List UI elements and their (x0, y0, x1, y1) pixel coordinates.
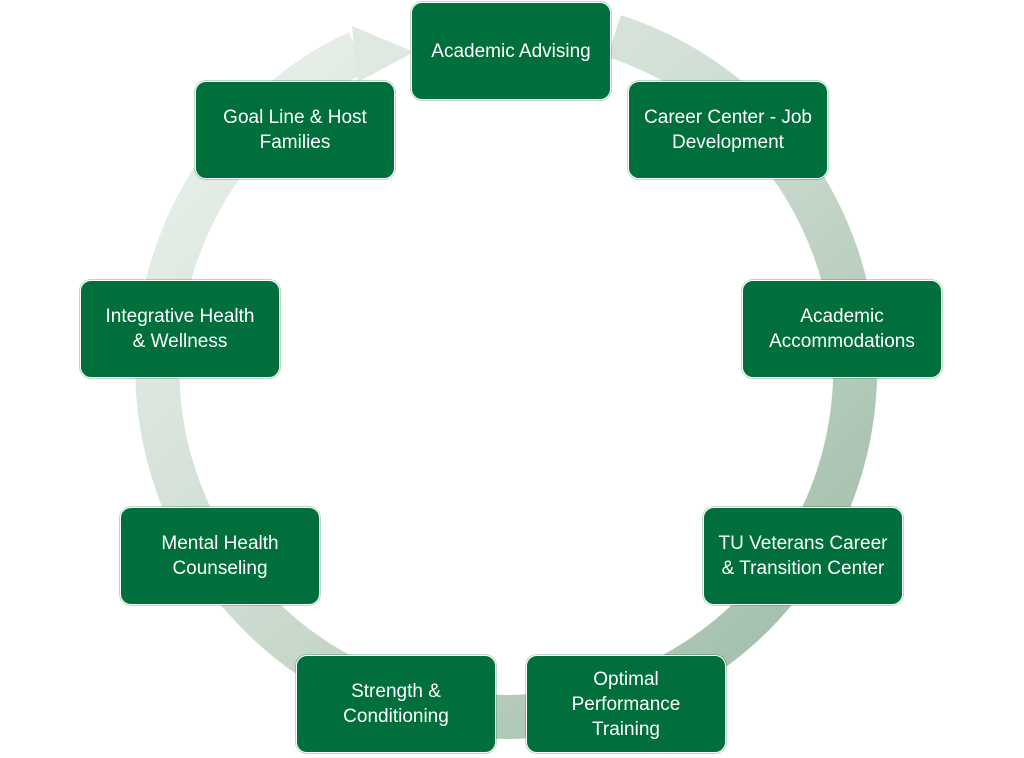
node-goal-line: Goal Line & Host Families (195, 81, 395, 179)
node-academic-advising: Academic Advising (411, 2, 611, 100)
cycle-arrow-head (352, 26, 414, 82)
node-academic-accommodations: Academic Accommodations (742, 280, 942, 378)
node-tu-veterans: TU Veterans Career & Transition Center (703, 507, 903, 605)
node-career-center: Career Center - Job Development (628, 81, 828, 179)
node-integrative-health: Integrative Health & Wellness (80, 280, 280, 378)
node-strength-conditioning: Strength & Conditioning (296, 655, 496, 753)
node-label: Strength & Conditioning (343, 681, 449, 727)
node-label: Academic Advising (431, 40, 591, 62)
node-label: Optimal Performance Training (571, 668, 681, 740)
node-label: Academic Accommodations (769, 306, 915, 352)
node-label: Goal Line & Host Families (223, 107, 367, 153)
node-label: TU Veterans Career & Transition Center (718, 533, 888, 579)
node-label: Integrative Health & Wellness (105, 306, 255, 352)
node-mental-health: Mental Health Counseling (120, 507, 320, 605)
node-optimal-performance: Optimal Performance Training (526, 655, 726, 753)
node-label: Mental Health Counseling (161, 533, 279, 579)
node-label: Career Center - Job Development (644, 107, 812, 153)
